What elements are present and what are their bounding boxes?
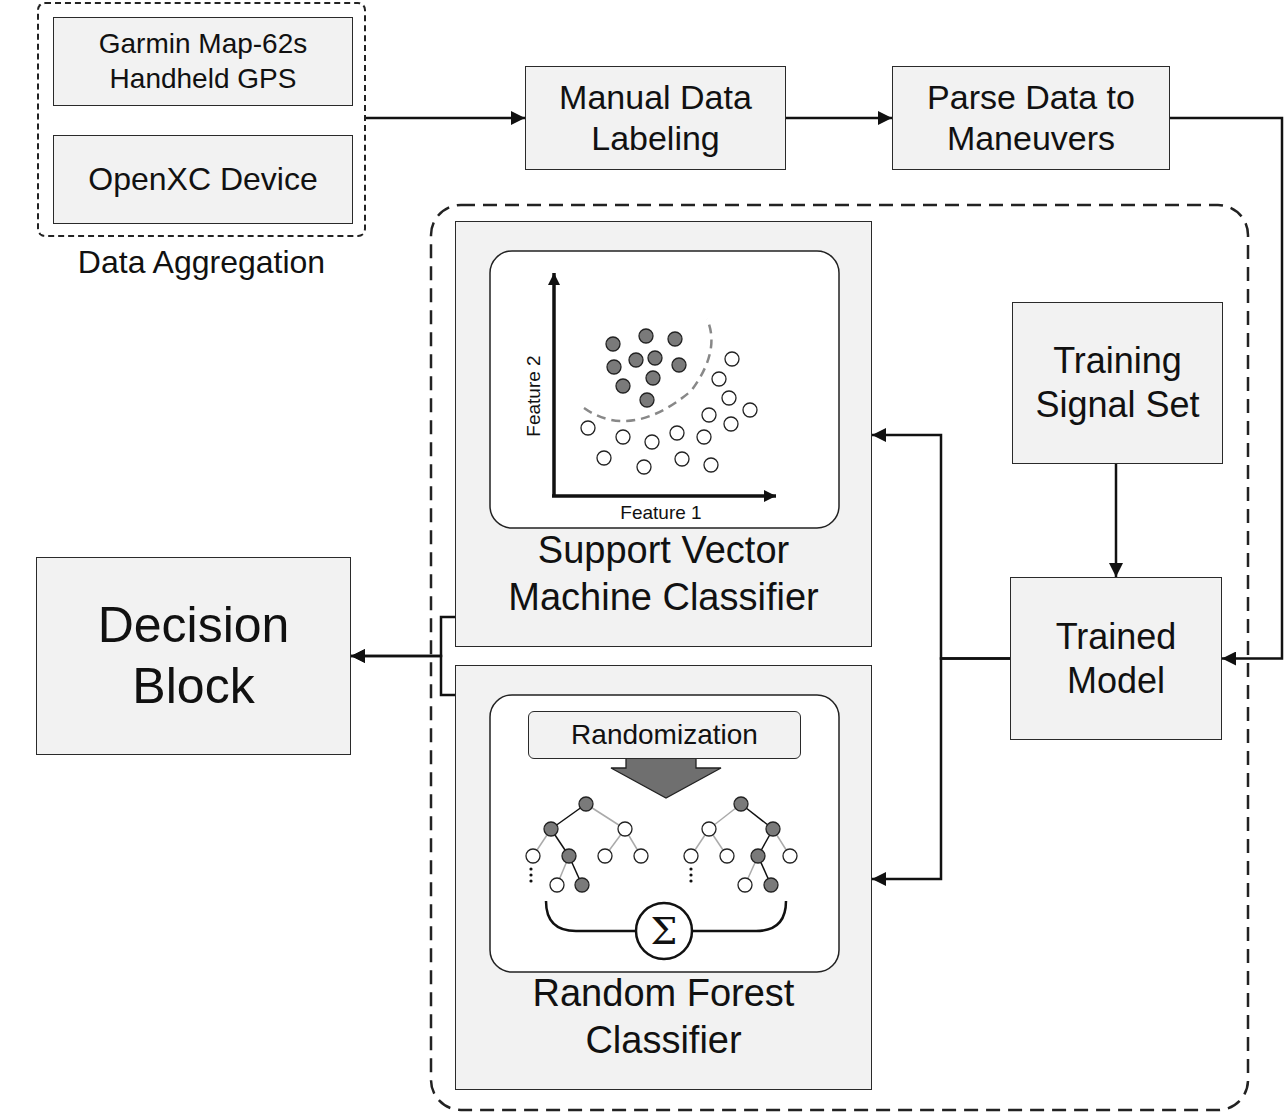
sum-symbol: Σ: [651, 912, 678, 950]
model-region: [431, 205, 1248, 1110]
box-label: Random Forest Classifier: [466, 970, 861, 1063]
flow-arrow: [366, 117, 525, 120]
data-box: Training Signal Set: [1012, 302, 1223, 464]
flow-arrow: [351, 656, 455, 695]
group-heading: Data Aggregation: [39, 243, 364, 282]
box-label: Garmin Map-62s Handheld GPS: [64, 27, 342, 95]
model-box: Trained Model: [1010, 577, 1222, 740]
classifier-box: Random Forest Classifier RandomizationΣ: [455, 665, 872, 1090]
step-box: Randomization: [528, 711, 801, 759]
box-label: Manual Data Labeling: [536, 77, 775, 160]
flow-arrow: [872, 659, 1010, 880]
flow-arrow: [786, 117, 892, 120]
process-box: Manual Data Labeling: [525, 66, 786, 170]
axis-label: Feature 2: [524, 355, 543, 436]
process-box: Parse Data to Maneuvers: [892, 66, 1170, 170]
box-label: Randomization: [571, 718, 758, 752]
box-label: Parse Data to Maneuvers: [903, 77, 1159, 160]
flow-arrow: [351, 617, 455, 656]
axis-label: Feature 1: [620, 503, 701, 522]
box-label: Training Signal Set: [1023, 339, 1212, 427]
box-label: OpenXC Device: [88, 160, 317, 199]
box-label: Support Vector Machine Classifier: [466, 527, 861, 620]
classifier-box: Support Vector Machine Classifier Feature…: [455, 221, 872, 647]
box-label: Decision Block: [47, 595, 340, 717]
flow-arrow: [872, 435, 1010, 659]
flow-arrow: [1115, 464, 1118, 577]
box-label: Trained Model: [1021, 615, 1211, 703]
device-box: OpenXC Device: [53, 135, 353, 224]
group-box: Data AggregationGarmin Map-62s Handheld …: [37, 2, 366, 237]
device-box: Garmin Map-62s Handheld GPS: [53, 17, 353, 106]
decision-box: Decision Block: [36, 557, 351, 755]
